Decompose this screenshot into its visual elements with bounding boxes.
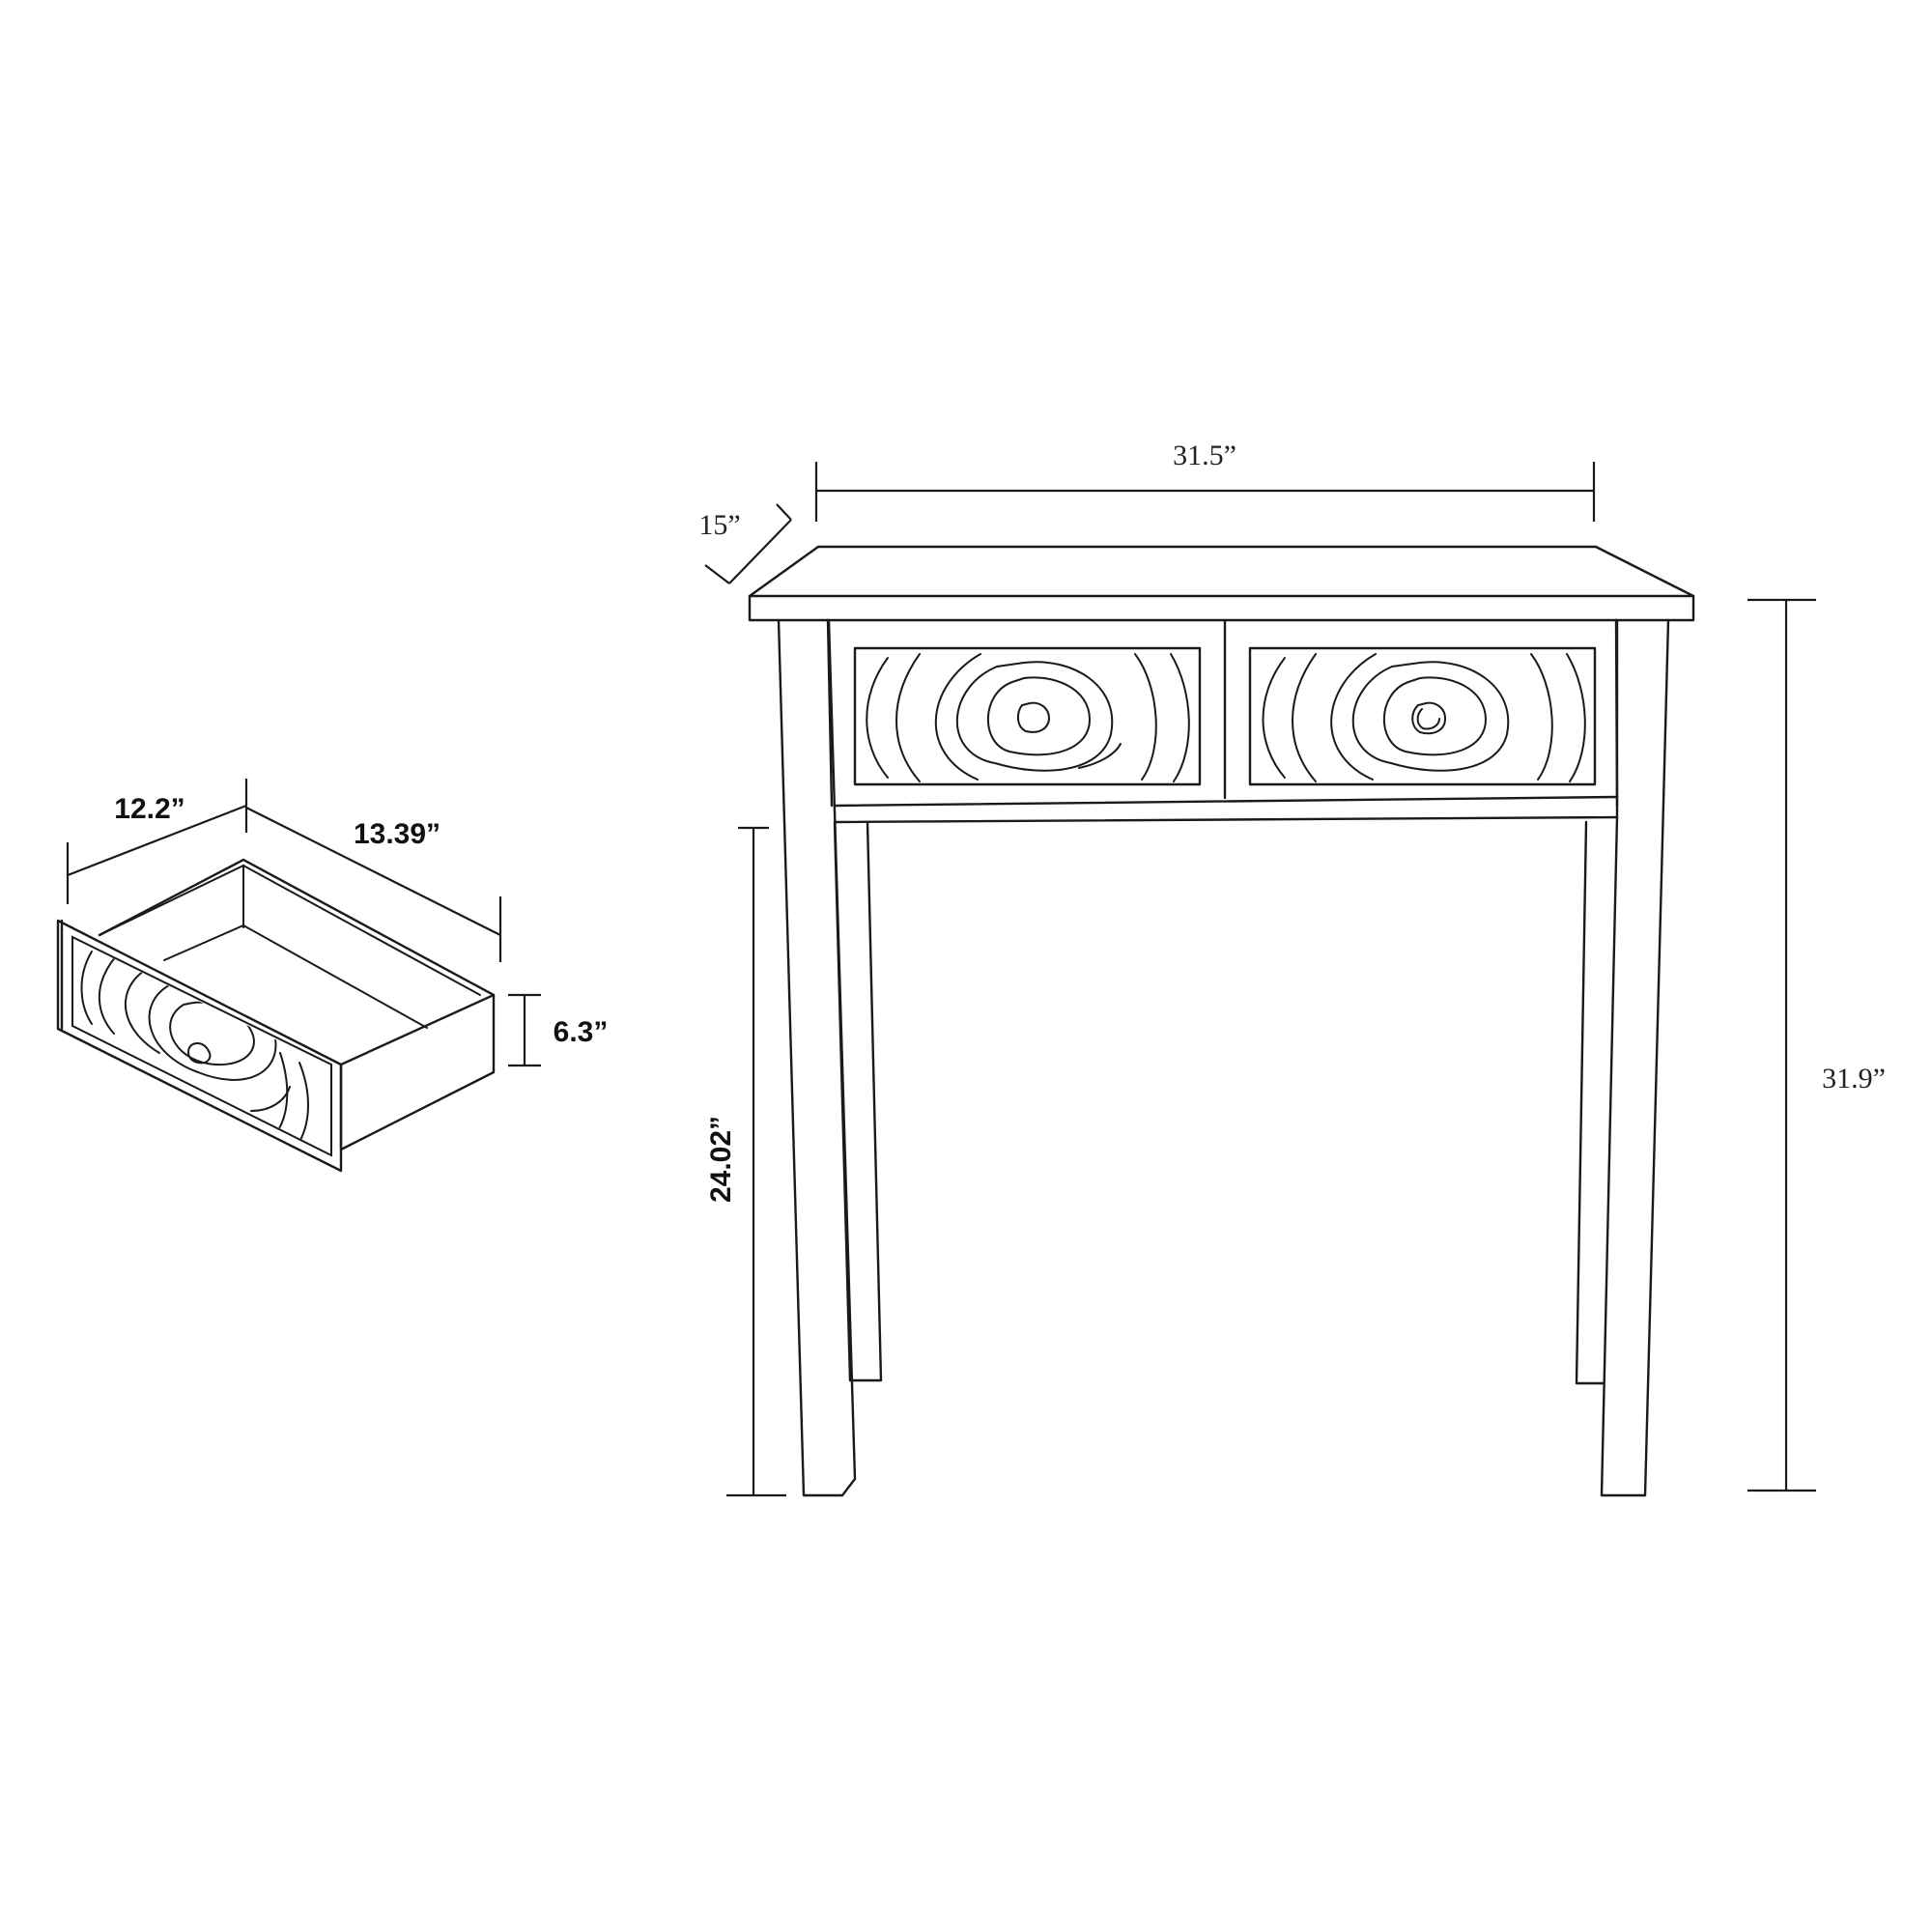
width-dimension: 31.5” [814,440,1596,522]
drawer-box [98,858,496,1066]
right-drawer-front [1248,646,1597,786]
drawer-width-label: 12.2” [114,793,185,825]
leg-height-dimension: 24.02” [705,826,786,1497]
drawer-front [56,919,343,1173]
drawer-depth-dimension: 13.39” [245,807,502,962]
front-right-leg [1600,618,1670,1497]
table-top-surface [748,545,1695,598]
table-apron [826,618,1619,824]
table-legs [777,618,1670,1497]
table-height-label: 31.9” [1822,1063,1886,1094]
table-depth-label: 15” [698,509,740,541]
table-top-edge [748,594,1695,622]
front-left-leg [777,618,857,1497]
leg-height-label: 24.02” [705,1116,737,1203]
table-width-label: 31.5” [1173,440,1236,471]
drawer-depth-label: 13.39” [354,818,440,850]
drawer-height-dimension: 6.3” [508,993,609,1067]
back-right-leg [1575,820,1605,1385]
drawer-height-label: 6.3” [554,1016,609,1048]
console-table [748,545,1695,1497]
height-dimension: 31.9” [1747,598,1886,1492]
back-left-leg [833,820,883,1382]
drawer-width-dimension: 12.2” [66,779,248,904]
depth-dimension: 15” [698,503,792,584]
left-drawer-front [853,646,1202,786]
drawer-detail [56,858,496,1173]
